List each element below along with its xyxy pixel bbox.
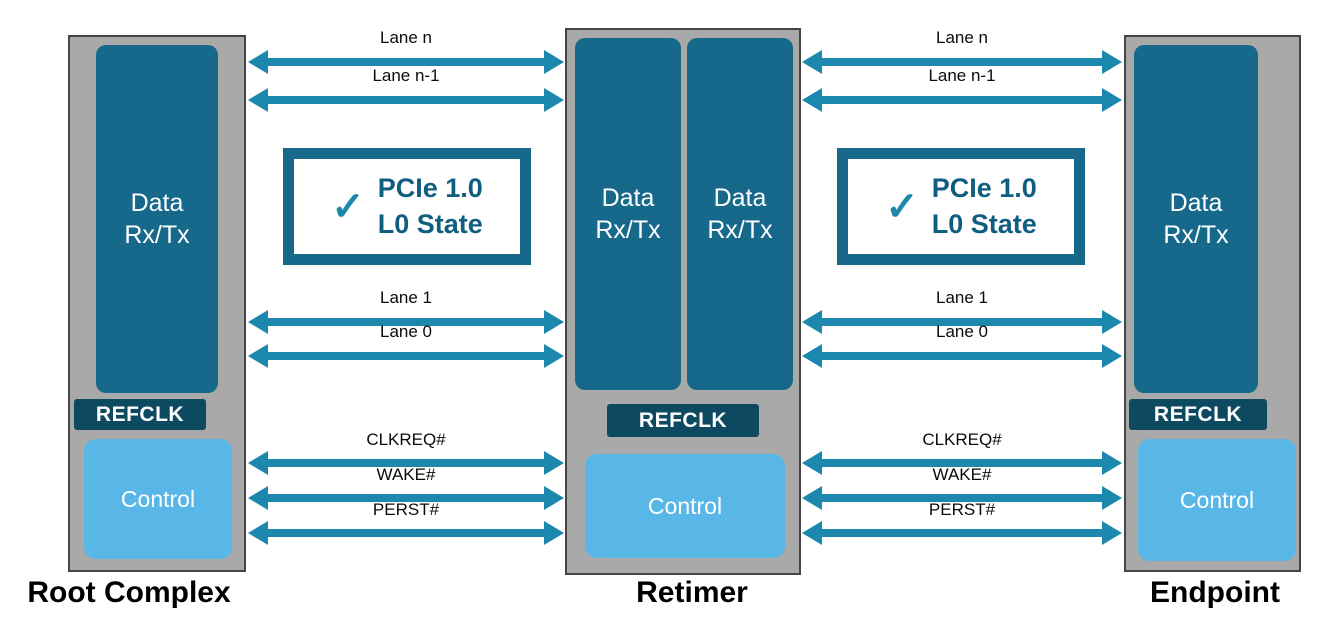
data-rxtx-box-retimer-left: Data Rx/Tx: [575, 38, 681, 390]
arrow-shaft: [264, 459, 548, 467]
pcie-state-text: PCIe 1.0 L0 State: [377, 173, 483, 239]
lane-1-label: Lane 1: [936, 288, 988, 307]
lane-n1-label: Lane n-1: [372, 66, 440, 85]
arrow-shaft: [818, 459, 1106, 467]
refclk-badge-root: REFCLK: [74, 399, 206, 430]
lane-n1-label: Lane n-1: [928, 66, 996, 85]
perst-label: PERST#: [928, 500, 996, 519]
wake-arrow: [248, 486, 564, 510]
lane-n-label: Lane n: [380, 28, 432, 47]
control-label: Control: [120, 485, 196, 512]
arrow-shaft: [818, 58, 1106, 66]
arrow-shaft: [818, 318, 1106, 326]
clkreq-arrow: [802, 451, 1122, 475]
data-rxtx-box-root: Data Rx/Tx: [96, 45, 218, 393]
control-label: Control: [1179, 486, 1255, 513]
data-rxtx-label: Data Rx/Tx: [124, 188, 190, 250]
control-box-root: Control: [84, 439, 232, 559]
arrow-shaft: [264, 58, 548, 66]
pcie-state-badge-inner: ✓ PCIe 1.0 L0 State: [848, 159, 1074, 254]
data-rxtx-label: Data Rx/Tx: [707, 183, 773, 245]
wake-label: WAKE#: [932, 465, 992, 484]
clkreq-label: CLKREQ#: [922, 430, 1002, 449]
arrow-shaft: [264, 96, 548, 104]
data-rxtx-box-retimer-right: Data Rx/Tx: [687, 38, 793, 390]
arrow-shaft: [818, 494, 1106, 502]
perst-arrow: [248, 521, 564, 545]
perst-label: PERST#: [372, 500, 440, 519]
block-label-root-complex: Root Complex: [27, 576, 231, 609]
pcie-state-badge-inner: ✓ PCIe 1.0 L0 State: [294, 159, 520, 254]
block-label-endpoint: Endpoint: [1150, 576, 1280, 609]
pcie-state-badge: ✓ PCIe 1.0 L0 State: [283, 148, 531, 265]
block-endpoint: Data Rx/Tx REFCLK Control: [1124, 35, 1301, 572]
data-rxtx-label: Data Rx/Tx: [595, 183, 661, 245]
block-root-complex: Data Rx/Tx REFCLK Control: [68, 35, 246, 572]
lane-n1-arrow: [248, 88, 564, 112]
block-label-retimer: Retimer: [636, 576, 748, 609]
arrow-shaft: [264, 494, 548, 502]
wake-label: WAKE#: [376, 465, 436, 484]
lane-0-label: Lane 0: [936, 322, 988, 341]
control-box-endpoint: Control: [1138, 439, 1296, 561]
refclk-badge-retimer: REFCLK: [607, 404, 759, 437]
refclk-label: REFCLK: [95, 402, 185, 426]
arrow-shaft: [818, 529, 1106, 537]
arrow-shaft: [264, 318, 548, 326]
block-retimer: Data Rx/Tx Data Rx/Tx REFCLK Control: [565, 28, 801, 575]
refclk-badge-endpoint: REFCLK: [1129, 399, 1267, 430]
lane-n-label: Lane n: [936, 28, 988, 47]
pcie-state-text: PCIe 1.0 L0 State: [931, 173, 1037, 239]
lane-0-arrow: [802, 344, 1122, 368]
clkreq-label: CLKREQ#: [366, 430, 446, 449]
control-box-retimer: Control: [585, 454, 785, 558]
checkmark-icon: ✓: [331, 184, 365, 229]
refclk-label: REFCLK: [638, 408, 728, 432]
data-rxtx-box-endpoint: Data Rx/Tx: [1134, 45, 1258, 393]
lane-n-arrow: [248, 50, 564, 74]
control-label: Control: [647, 492, 723, 519]
arrow-shaft: [818, 352, 1106, 360]
links-retimer-to-endpoint: Lane n Lane n-1 ✓ PCIe 1.0 L0 State Lane…: [802, 0, 1122, 644]
perst-arrow: [802, 521, 1122, 545]
arrow-shaft: [264, 529, 548, 537]
refclk-label: REFCLK: [1153, 402, 1243, 426]
checkmark-icon: ✓: [885, 184, 919, 229]
links-root-to-retimer: Lane n Lane n-1 ✓ PCIe 1.0 L0 State Lane…: [248, 0, 564, 644]
clkreq-arrow: [248, 451, 564, 475]
lane-1-arrow: [248, 310, 564, 334]
lane-0-arrow: [248, 344, 564, 368]
arrow-shaft: [818, 96, 1106, 104]
wake-arrow: [802, 486, 1122, 510]
pcie-state-badge: ✓ PCIe 1.0 L0 State: [837, 148, 1085, 265]
lane-n-arrow: [802, 50, 1122, 74]
lane-n1-arrow: [802, 88, 1122, 112]
lane-0-label: Lane 0: [380, 322, 432, 341]
data-rxtx-label: Data Rx/Tx: [1163, 188, 1229, 250]
arrow-shaft: [264, 352, 548, 360]
lane-1-arrow: [802, 310, 1122, 334]
lane-1-label: Lane 1: [380, 288, 432, 307]
